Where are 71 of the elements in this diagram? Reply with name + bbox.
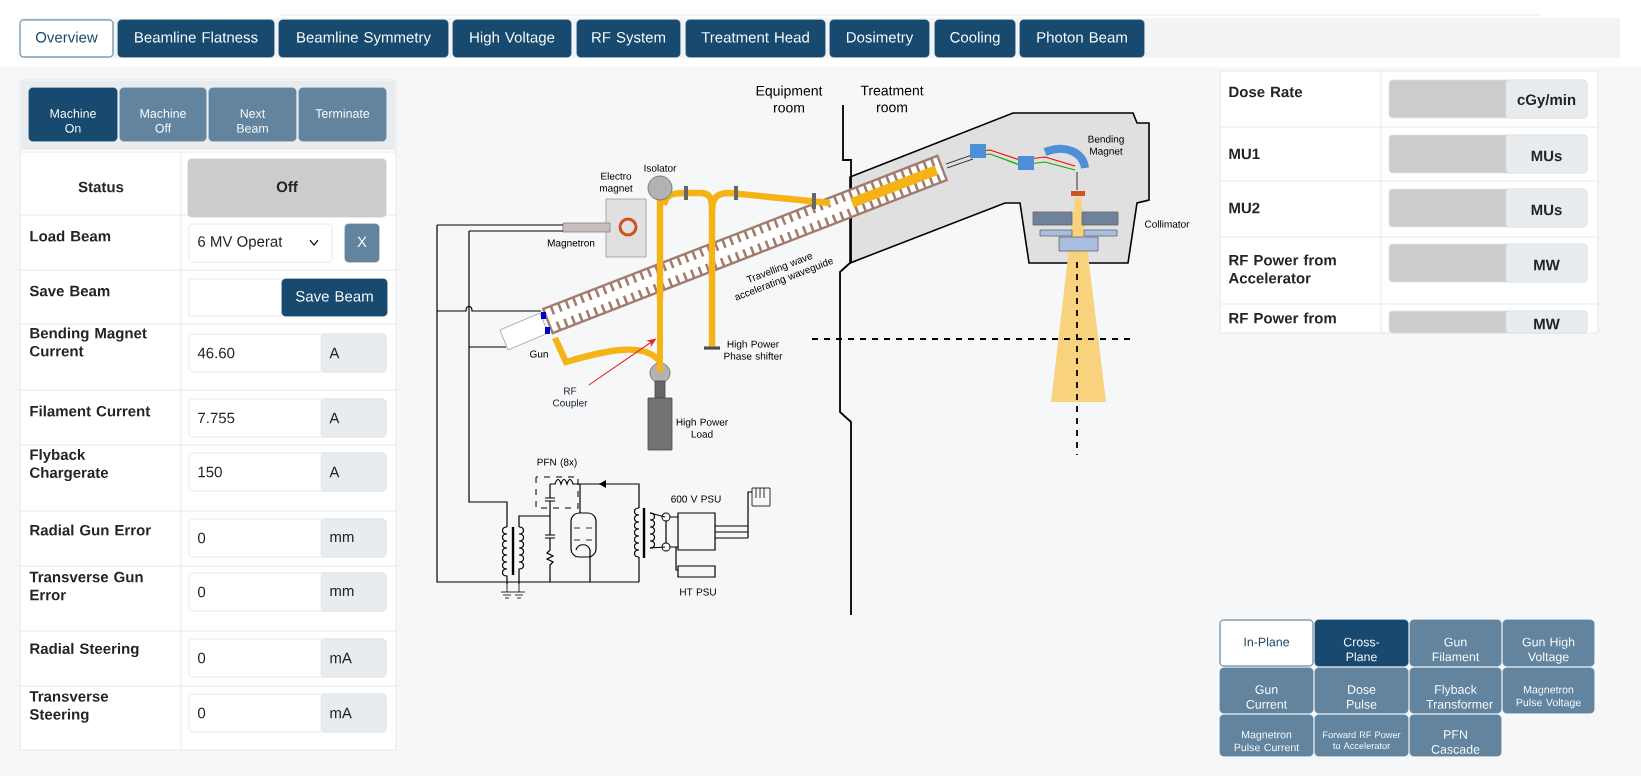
row-label: Status (78, 181, 124, 193)
component-label: High Power Load (676, 418, 728, 438)
readout-field: cGy/min (1388, 79, 1588, 119)
row-label: Dose Rate (1229, 86, 1303, 98)
button: Magnetron Pulse Voltage (1502, 667, 1595, 714)
button: Dose Pulse (1314, 667, 1409, 714)
component-label: Collimator (1145, 220, 1190, 228)
row-label: Radial Gun Error (30, 524, 151, 536)
row-label: MU1 (1229, 148, 1260, 160)
readout-field: MW (1388, 310, 1588, 334)
button: Cross-Plane (1314, 619, 1409, 667)
tab: Photon Beam (1019, 19, 1145, 58)
input-field: 46.60 A (188, 333, 387, 373)
button: Gun High Voltage (1502, 619, 1595, 667)
row-label: Transverse Steering (29, 691, 109, 723)
row-label: Load Beam (30, 230, 111, 242)
input-field: 7.755 A (188, 398, 387, 438)
tab: RF System (576, 19, 681, 58)
row-label: Bending Magnet Current (30, 327, 147, 357)
button: In-Plane (1219, 619, 1314, 667)
readout-field: MUs (1388, 134, 1588, 174)
tab: Beamline Symmetry (278, 19, 449, 58)
row-label: Filament Current (30, 405, 151, 417)
row-label: RF Power from (1229, 312, 1336, 324)
dropdown: 6 MV Operat (188, 223, 333, 263)
component-label: RF Coupler (553, 387, 588, 409)
component-label: Isolator (644, 164, 677, 172)
component-label: PFN (8x) (537, 458, 577, 468)
button: PFN Cascade (1409, 714, 1502, 757)
input-field: 0 mm (188, 518, 387, 558)
input-field: 150 A (188, 452, 387, 492)
component-label: Magnetron (547, 239, 595, 249)
status-field: Off (187, 158, 387, 218)
button: Gun Current (1219, 667, 1314, 714)
button: Terminate (298, 87, 387, 142)
component-label: 600 V PSU (671, 495, 721, 503)
readout-field: MW (1388, 243, 1588, 283)
tab: High Voltage (452, 19, 572, 58)
component-label: High Power Phase shifter (724, 340, 783, 360)
row-label: Radial Steering (30, 643, 139, 657)
component-label: Gun (530, 350, 548, 358)
button: Machine Off (119, 87, 207, 142)
component-label: Bending Magnet (1088, 135, 1124, 157)
readout-field: MUs (1388, 188, 1588, 228)
input-field: 0 mA (188, 638, 387, 678)
input-field (188, 278, 283, 317)
tab: Overview (19, 19, 114, 58)
button: Forward RF Power to Accelerator (1314, 714, 1409, 757)
room-label: Treatment room (860, 85, 924, 113)
tab: Cooling (934, 19, 1016, 58)
button: Flyback Transformer (1409, 667, 1502, 714)
tab: Beamline Flatness (117, 19, 275, 58)
button: Machine On (28, 87, 118, 142)
input-field: 0 mA (188, 693, 387, 733)
button: Gun Filament (1409, 619, 1502, 667)
button: Magnetron Pulse Current (1219, 714, 1314, 757)
input-field: 0 mm (188, 572, 387, 612)
component-label: Electro magnet (600, 172, 633, 194)
tab: Dosimetry (829, 19, 930, 58)
row-label: Flyback Chargerate (30, 449, 109, 481)
row-label: RF Power from Accelerator (1228, 254, 1336, 284)
button: Next Beam (208, 87, 297, 142)
waveguide-drawing (657, 300, 663, 372)
room-label: Equipment room (756, 85, 823, 113)
row-label: MU2 (1229, 202, 1260, 214)
row-label: Transverse Gun Error (29, 571, 143, 601)
component-label: HT PSU (680, 588, 716, 596)
row-label: Save Beam (29, 285, 110, 297)
button: X (344, 223, 380, 263)
tab: Treatment Head (685, 19, 826, 58)
button: Save Beam (281, 278, 388, 317)
